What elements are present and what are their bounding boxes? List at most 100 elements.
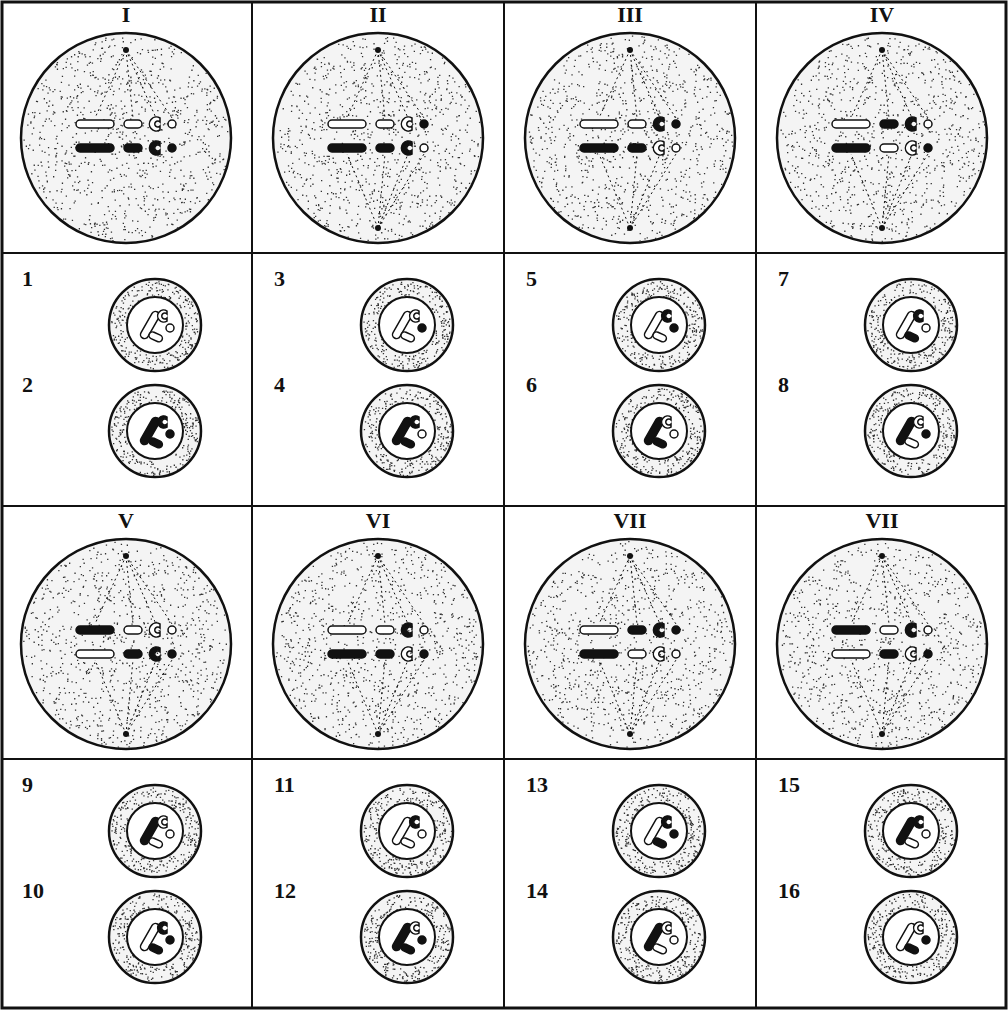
dot-chromosome xyxy=(420,650,428,658)
cell-outline xyxy=(109,891,201,983)
spindle-fiber xyxy=(378,556,385,624)
spindle-fiber xyxy=(126,660,172,734)
stipple xyxy=(616,281,704,369)
short-chromosome xyxy=(124,120,142,128)
callout-number: 11 xyxy=(274,774,295,796)
callout-number: 2 xyxy=(22,374,33,396)
spindle-fiber xyxy=(378,154,424,228)
nucleus xyxy=(631,803,687,859)
callout-number: 7 xyxy=(778,268,789,290)
spindle-fiber xyxy=(630,50,637,118)
grid-line xyxy=(2,252,1006,254)
spindle-fiber xyxy=(126,556,156,624)
gamete-cell xyxy=(109,891,201,983)
spindle-fiber xyxy=(599,660,630,734)
cell-outline xyxy=(865,785,957,877)
spindle-fiber xyxy=(882,50,928,118)
stipple xyxy=(363,282,450,370)
hooked-chromosome xyxy=(158,922,167,934)
cell-outline xyxy=(613,891,705,983)
spindle-fiber xyxy=(378,154,408,228)
short-chromosome xyxy=(628,650,646,658)
spindle-fiber xyxy=(630,660,660,734)
cell-outline xyxy=(865,279,957,371)
hooked-chromosome xyxy=(905,647,916,661)
callout-number: 8 xyxy=(778,374,789,396)
nucleus xyxy=(379,803,435,859)
hooked-chromosome xyxy=(662,816,671,828)
dot-chromosome xyxy=(168,626,176,634)
callout-number: 15 xyxy=(778,774,800,796)
hooked-chromosome xyxy=(905,141,916,155)
dot-chromosome xyxy=(418,430,426,438)
gamete-cell xyxy=(361,279,453,371)
spindle-fiber xyxy=(630,660,637,734)
gamete-cell xyxy=(109,279,201,371)
hooked-chromosome xyxy=(401,647,412,661)
dot-chromosome xyxy=(672,144,680,152)
stipple xyxy=(111,390,199,476)
callout-number: 1 xyxy=(22,268,33,290)
nucleus xyxy=(631,403,687,459)
short-chromosome xyxy=(148,437,164,449)
gamete-cell xyxy=(109,385,201,477)
spindle-fiber xyxy=(126,556,133,624)
hooked-chromosome xyxy=(653,647,664,661)
nucleus xyxy=(127,803,183,859)
spindle-fiber xyxy=(882,660,928,734)
hooked-chromosome xyxy=(914,816,923,828)
cell-outline xyxy=(273,539,483,749)
dot-chromosome xyxy=(922,830,930,838)
hooked-chromosome xyxy=(905,117,916,131)
long-chromosome xyxy=(580,626,618,634)
dot-chromosome xyxy=(166,936,174,944)
spindle-fiber xyxy=(882,556,889,624)
short-chromosome xyxy=(880,650,898,658)
long-chromosome xyxy=(328,120,366,128)
gamete-cell xyxy=(109,785,201,877)
hooked-chromosome xyxy=(401,141,412,155)
callout-number: 13 xyxy=(526,774,548,796)
nucleus xyxy=(883,909,939,965)
dot-chromosome xyxy=(922,936,930,944)
stipple xyxy=(277,37,481,241)
metaphase-cell xyxy=(273,33,483,243)
hooked-chromosome xyxy=(662,310,671,322)
figure-numeral: II xyxy=(366,4,389,26)
spindle-pole xyxy=(375,225,381,231)
nucleus xyxy=(379,297,435,353)
spindle-pole xyxy=(123,731,129,737)
cell-outline xyxy=(109,279,201,371)
spindle-fiber xyxy=(378,154,385,228)
short-chromosome xyxy=(652,331,668,343)
short-chromosome xyxy=(376,626,394,634)
stipple xyxy=(364,388,452,476)
callout-number: 5 xyxy=(526,268,537,290)
spindle-fiber xyxy=(882,50,912,118)
long-chromosome xyxy=(328,626,366,634)
hooked-chromosome xyxy=(149,117,160,131)
callout-number: 9 xyxy=(22,774,33,796)
spindle-fiber xyxy=(126,556,172,624)
callout-number: 6 xyxy=(526,374,537,396)
dot-chromosome xyxy=(670,324,678,332)
short-chromosome xyxy=(628,120,646,128)
spindle-fiber xyxy=(630,154,660,228)
dot-chromosome xyxy=(672,650,680,658)
spindle-fiber xyxy=(882,154,928,228)
spindle-fiber xyxy=(378,50,408,118)
hooked-chromosome xyxy=(662,416,671,428)
stipple xyxy=(616,896,704,982)
hooked-chromosome xyxy=(914,922,923,934)
gamete-cell xyxy=(361,785,453,877)
hooked-chromosome xyxy=(914,416,923,428)
hooked-chromosome xyxy=(914,310,923,322)
callout-number: 16 xyxy=(778,880,800,902)
spindle-fiber xyxy=(630,556,637,624)
stipple xyxy=(23,542,227,748)
short-chromosome xyxy=(124,650,142,658)
cell-outline xyxy=(21,33,231,243)
short-chromosome xyxy=(904,943,920,955)
long-chromosome xyxy=(76,144,114,152)
